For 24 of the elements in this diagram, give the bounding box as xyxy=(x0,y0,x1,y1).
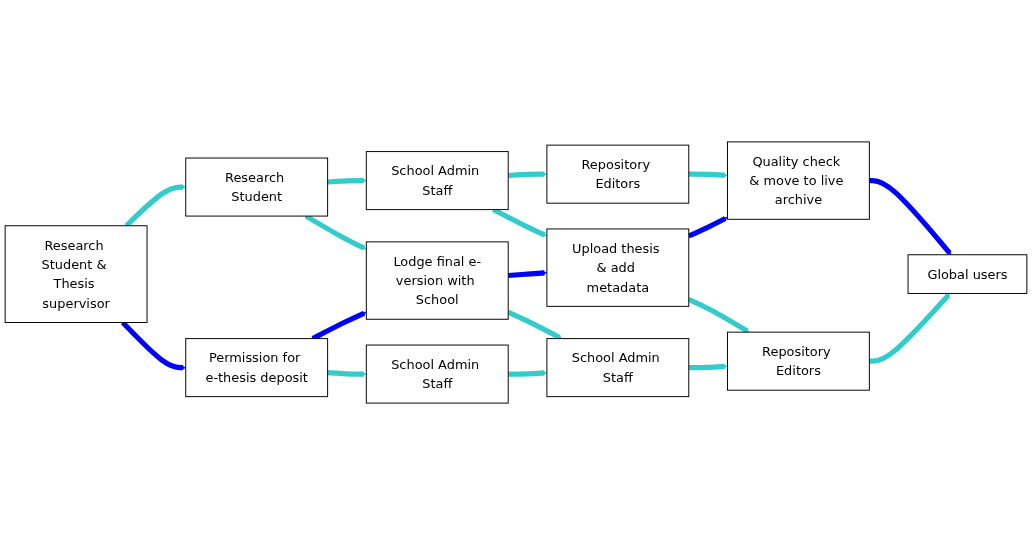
node-box: School Admin Staff xyxy=(546,338,690,398)
arrow xyxy=(507,309,563,340)
node-box: Quality check & move to live archive xyxy=(727,141,870,220)
arrow xyxy=(869,293,951,364)
node-box: Upload thesis & add metadata xyxy=(546,228,690,307)
node-box: School Admin Staff xyxy=(365,344,509,404)
node-box: Repository Editors xyxy=(727,331,870,391)
node-box: Repository Editors xyxy=(546,144,690,204)
arrow xyxy=(508,370,548,377)
node-box: Lodge final e-version with School xyxy=(365,241,509,320)
arrow xyxy=(869,178,952,255)
arrow xyxy=(687,216,728,239)
node-box: Research Student & Thesis supervisor xyxy=(4,225,148,323)
arrow xyxy=(327,370,367,377)
node-box: Global users xyxy=(907,254,1028,294)
arrow xyxy=(687,296,750,334)
arrow xyxy=(327,177,367,185)
arrow xyxy=(508,270,548,279)
node-box: Research Student xyxy=(185,157,329,217)
node-box: School Admin Staff xyxy=(365,151,509,211)
arrow xyxy=(508,171,548,179)
arrow xyxy=(688,363,728,371)
node-box: Permission for e-thesis deposit xyxy=(185,338,329,398)
arrow xyxy=(688,171,728,178)
